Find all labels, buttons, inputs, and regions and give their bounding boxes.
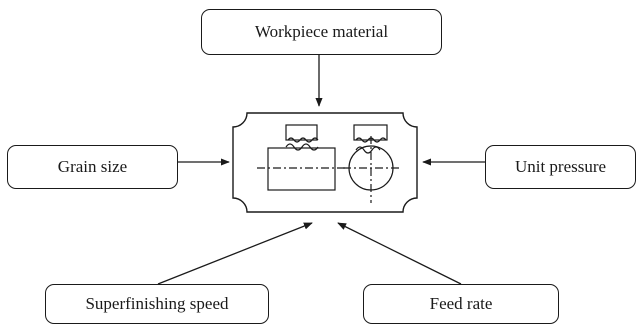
factor-grain-size: Grain size: [7, 145, 178, 189]
cylindrical-workpiece-icon: [343, 124, 400, 203]
factor-label: Workpiece material: [254, 22, 389, 41]
arrow-feed-rate: [337, 222, 462, 285]
arrow-superfinishing-speed: [157, 222, 313, 285]
flat-workpiece-icon: [257, 124, 346, 191]
factor-label: Feed rate: [429, 294, 493, 313]
factor-workpiece-material: Workpiece material: [201, 9, 442, 55]
factor-label: Unit pressure: [514, 157, 607, 176]
factor-label: Grain size: [57, 157, 128, 176]
superfinishing-process-box: [232, 112, 418, 213]
factor-label: Superfinishing speed: [85, 294, 229, 313]
factor-superfinishing-speed: Superfinishing speed: [45, 284, 269, 324]
factor-feed-rate: Feed rate: [363, 284, 559, 324]
factor-unit-pressure: Unit pressure: [485, 145, 636, 189]
